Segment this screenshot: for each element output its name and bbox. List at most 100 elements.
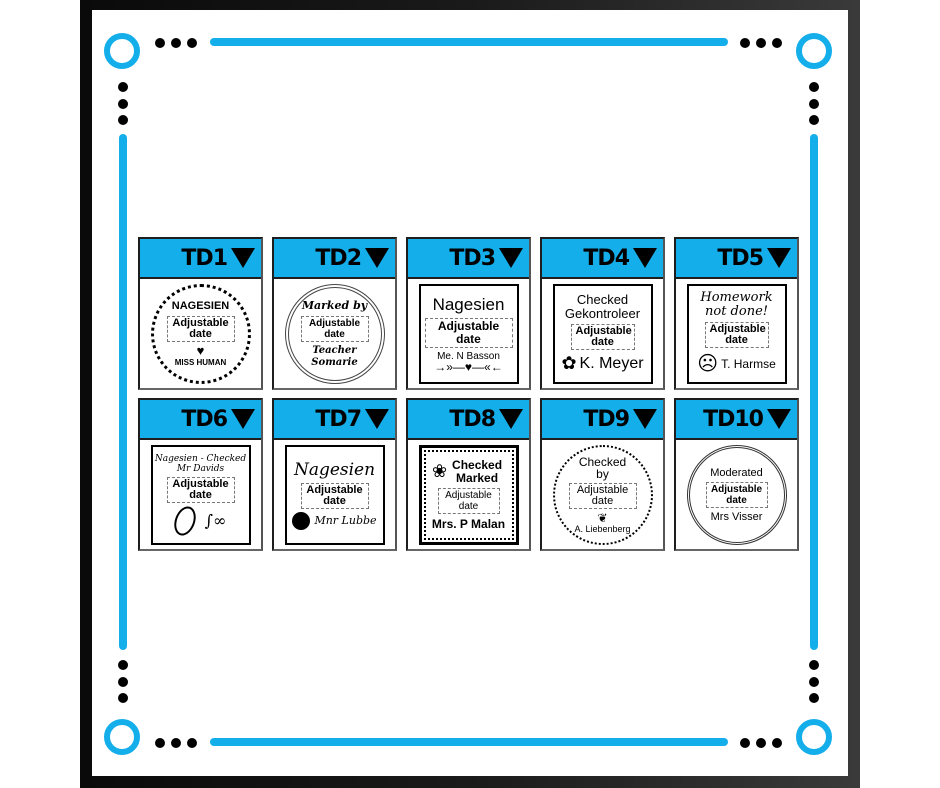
stamp-preview: Checked by Adjustable date ❦ A. Liebenbe… xyxy=(552,444,653,545)
dropdown-triangle-icon[interactable] xyxy=(499,248,523,268)
card-title: TD7 xyxy=(315,406,362,432)
stamp-card-td7[interactable]: TD7 Nagesien Adjustable date Mnr Lubbe xyxy=(272,398,397,551)
corner-ring-icon xyxy=(104,719,140,755)
stamp-bottom-text: Mrs. P Malan xyxy=(431,516,506,531)
stamp-bottom-text: MISS HUMAN xyxy=(174,357,227,367)
dropdown-triangle-icon[interactable] xyxy=(365,248,389,268)
stamp-bottom-text: Me. N Basson xyxy=(437,351,500,362)
stamp-card-td9[interactable]: TD9 Checked by Adjustable date ❦ A. Lieb… xyxy=(540,398,665,551)
stamp-card-td1[interactable]: TD1 NAGESIEN Adjustable date ♥ MISS HUMA… xyxy=(138,237,263,390)
dropdown-triangle-icon[interactable] xyxy=(365,409,389,429)
stamp-preview: Checked Gekontroleer Adjustable date ✿ K… xyxy=(552,283,653,384)
corner-ring-icon xyxy=(796,719,832,755)
dot-icon xyxy=(809,660,819,670)
stamp-top-text: Nagesien xyxy=(293,459,376,480)
flower-icon: ❀ xyxy=(431,461,448,481)
bottom-bar xyxy=(210,738,728,746)
stamp-top-text: Moderated xyxy=(710,466,763,479)
stamp-bottom-text: Teacher Somarie xyxy=(311,344,358,368)
stamp-preview: Marked by Adjustable date Teacher Somari… xyxy=(284,283,385,384)
dot-icon xyxy=(118,82,128,92)
dot-icon xyxy=(118,115,128,125)
card-title: TD3 xyxy=(449,245,496,271)
card-title: TD9 xyxy=(583,406,630,432)
dot-icon xyxy=(809,82,819,92)
dot-icon xyxy=(756,38,766,48)
stamp-card-td4[interactable]: TD4 Checked Gekontroleer Adjustable date… xyxy=(540,237,665,390)
dot-icon xyxy=(772,38,782,48)
stamp-subtitle: Mr Davids xyxy=(176,463,225,474)
date-field[interactable]: Adjustable date xyxy=(568,482,637,509)
dropdown-triangle-icon[interactable] xyxy=(231,248,255,268)
date-field[interactable]: Adjustable date xyxy=(300,482,369,509)
dot-icon xyxy=(809,677,819,687)
dropdown-triangle-icon[interactable] xyxy=(767,248,791,268)
card-header: TD6 xyxy=(140,400,261,440)
dropdown-triangle-icon[interactable] xyxy=(231,409,255,429)
stamp-bottom-text: A. Liebenberg xyxy=(574,523,631,534)
date-field[interactable]: Adjustable date xyxy=(704,322,769,348)
butterfly-icon: ❦ xyxy=(597,510,608,525)
corner-ring-icon xyxy=(104,33,140,69)
date-field[interactable]: Adjustable date xyxy=(166,315,235,342)
date-field[interactable]: Adjustable date xyxy=(570,324,635,350)
dot-icon xyxy=(809,693,819,703)
stamp-card-td2[interactable]: TD2 Marked by Adjustable date Teacher So… xyxy=(272,237,397,390)
dot-icon xyxy=(756,738,766,748)
stamp-preview: Nagesien Adjustable date Mnr Lubbe xyxy=(284,444,385,545)
rugby-ball-icon xyxy=(170,502,200,539)
date-field[interactable]: Adjustable date xyxy=(300,315,369,342)
card-header: TD4 xyxy=(542,239,663,279)
dot-icon xyxy=(118,660,128,670)
dropdown-triangle-icon[interactable] xyxy=(633,409,657,429)
card-title: TD6 xyxy=(181,406,228,432)
stamp-card-td8[interactable]: TD8 ❀ Checked Marked Adjustable date Mrs… xyxy=(406,398,531,551)
card-header: TD8 xyxy=(408,400,529,440)
stamp-top-text: Marked by xyxy=(301,298,368,312)
stamp-preview: Moderated Adjustable date Mrs Visser xyxy=(686,444,787,545)
date-field[interactable]: Adjustable date xyxy=(705,481,768,508)
dot-icon xyxy=(187,738,197,748)
stamp-card-td10[interactable]: TD10 Moderated Adjustable date Mrs Visse… xyxy=(674,398,799,551)
stamp-card-td5[interactable]: TD5 Homework not done! Adjustable date ☹… xyxy=(674,237,799,390)
corner-ring-icon xyxy=(796,33,832,69)
card-title: TD8 xyxy=(449,406,496,432)
card-header: TD9 xyxy=(542,400,663,440)
stamp-grid: TD1 NAGESIEN Adjustable date ♥ MISS HUMA… xyxy=(138,237,799,551)
card-title: TD4 xyxy=(583,245,630,271)
stamp-bottom-text: K. Meyer xyxy=(579,354,644,372)
card-title: TD2 xyxy=(315,245,362,271)
stamp-top-text: Nagesien xyxy=(432,295,505,314)
dot-icon xyxy=(740,38,750,48)
stamp-card-td3[interactable]: TD3 Nagesien Adjustable date Me. N Basso… xyxy=(406,237,531,390)
card-header: TD2 xyxy=(274,239,395,279)
stamp-bottom-text: T. Harmse xyxy=(721,356,776,371)
stamp-preview: Nagesien Adjustable date Me. N Basson →»… xyxy=(418,283,519,384)
dropdown-triangle-icon[interactable] xyxy=(767,409,791,429)
signature-icon: ∫∞ xyxy=(204,511,227,530)
date-field[interactable]: Adjustable date xyxy=(424,318,513,348)
date-field[interactable]: Adjustable date xyxy=(166,476,235,503)
dot-icon xyxy=(155,738,165,748)
card-title: TD10 xyxy=(703,406,764,432)
dropdown-triangle-icon[interactable] xyxy=(633,248,657,268)
inner-page xyxy=(92,10,848,776)
dot-icon xyxy=(740,738,750,748)
stamp-preview: ❀ Checked Marked Adjustable date Mrs. P … xyxy=(418,444,519,545)
stamp-bottom-text: Mnr Lubbe xyxy=(314,514,377,527)
dot-icon xyxy=(118,693,128,703)
card-header: TD7 xyxy=(274,400,395,440)
card-header: TD1 xyxy=(140,239,261,279)
dot-icon xyxy=(155,38,165,48)
stamp-top-text: Nagesien - Checked xyxy=(154,453,247,464)
card-header: TD3 xyxy=(408,239,529,279)
dropdown-triangle-icon[interactable] xyxy=(499,409,523,429)
date-field[interactable]: Adjustable date xyxy=(437,487,500,514)
sad-face-icon: ☹ xyxy=(697,353,719,375)
dot-icon xyxy=(809,115,819,125)
heart-icon: ♥ xyxy=(196,342,205,358)
apple-icon xyxy=(292,511,311,530)
smiley-flower-icon: ✿ xyxy=(561,353,577,373)
stamp-card-td6[interactable]: TD6 Nagesien - Checked Mr Davids Adjusta… xyxy=(138,398,263,551)
stamp-bottom-text: Mrs Visser xyxy=(710,510,763,523)
